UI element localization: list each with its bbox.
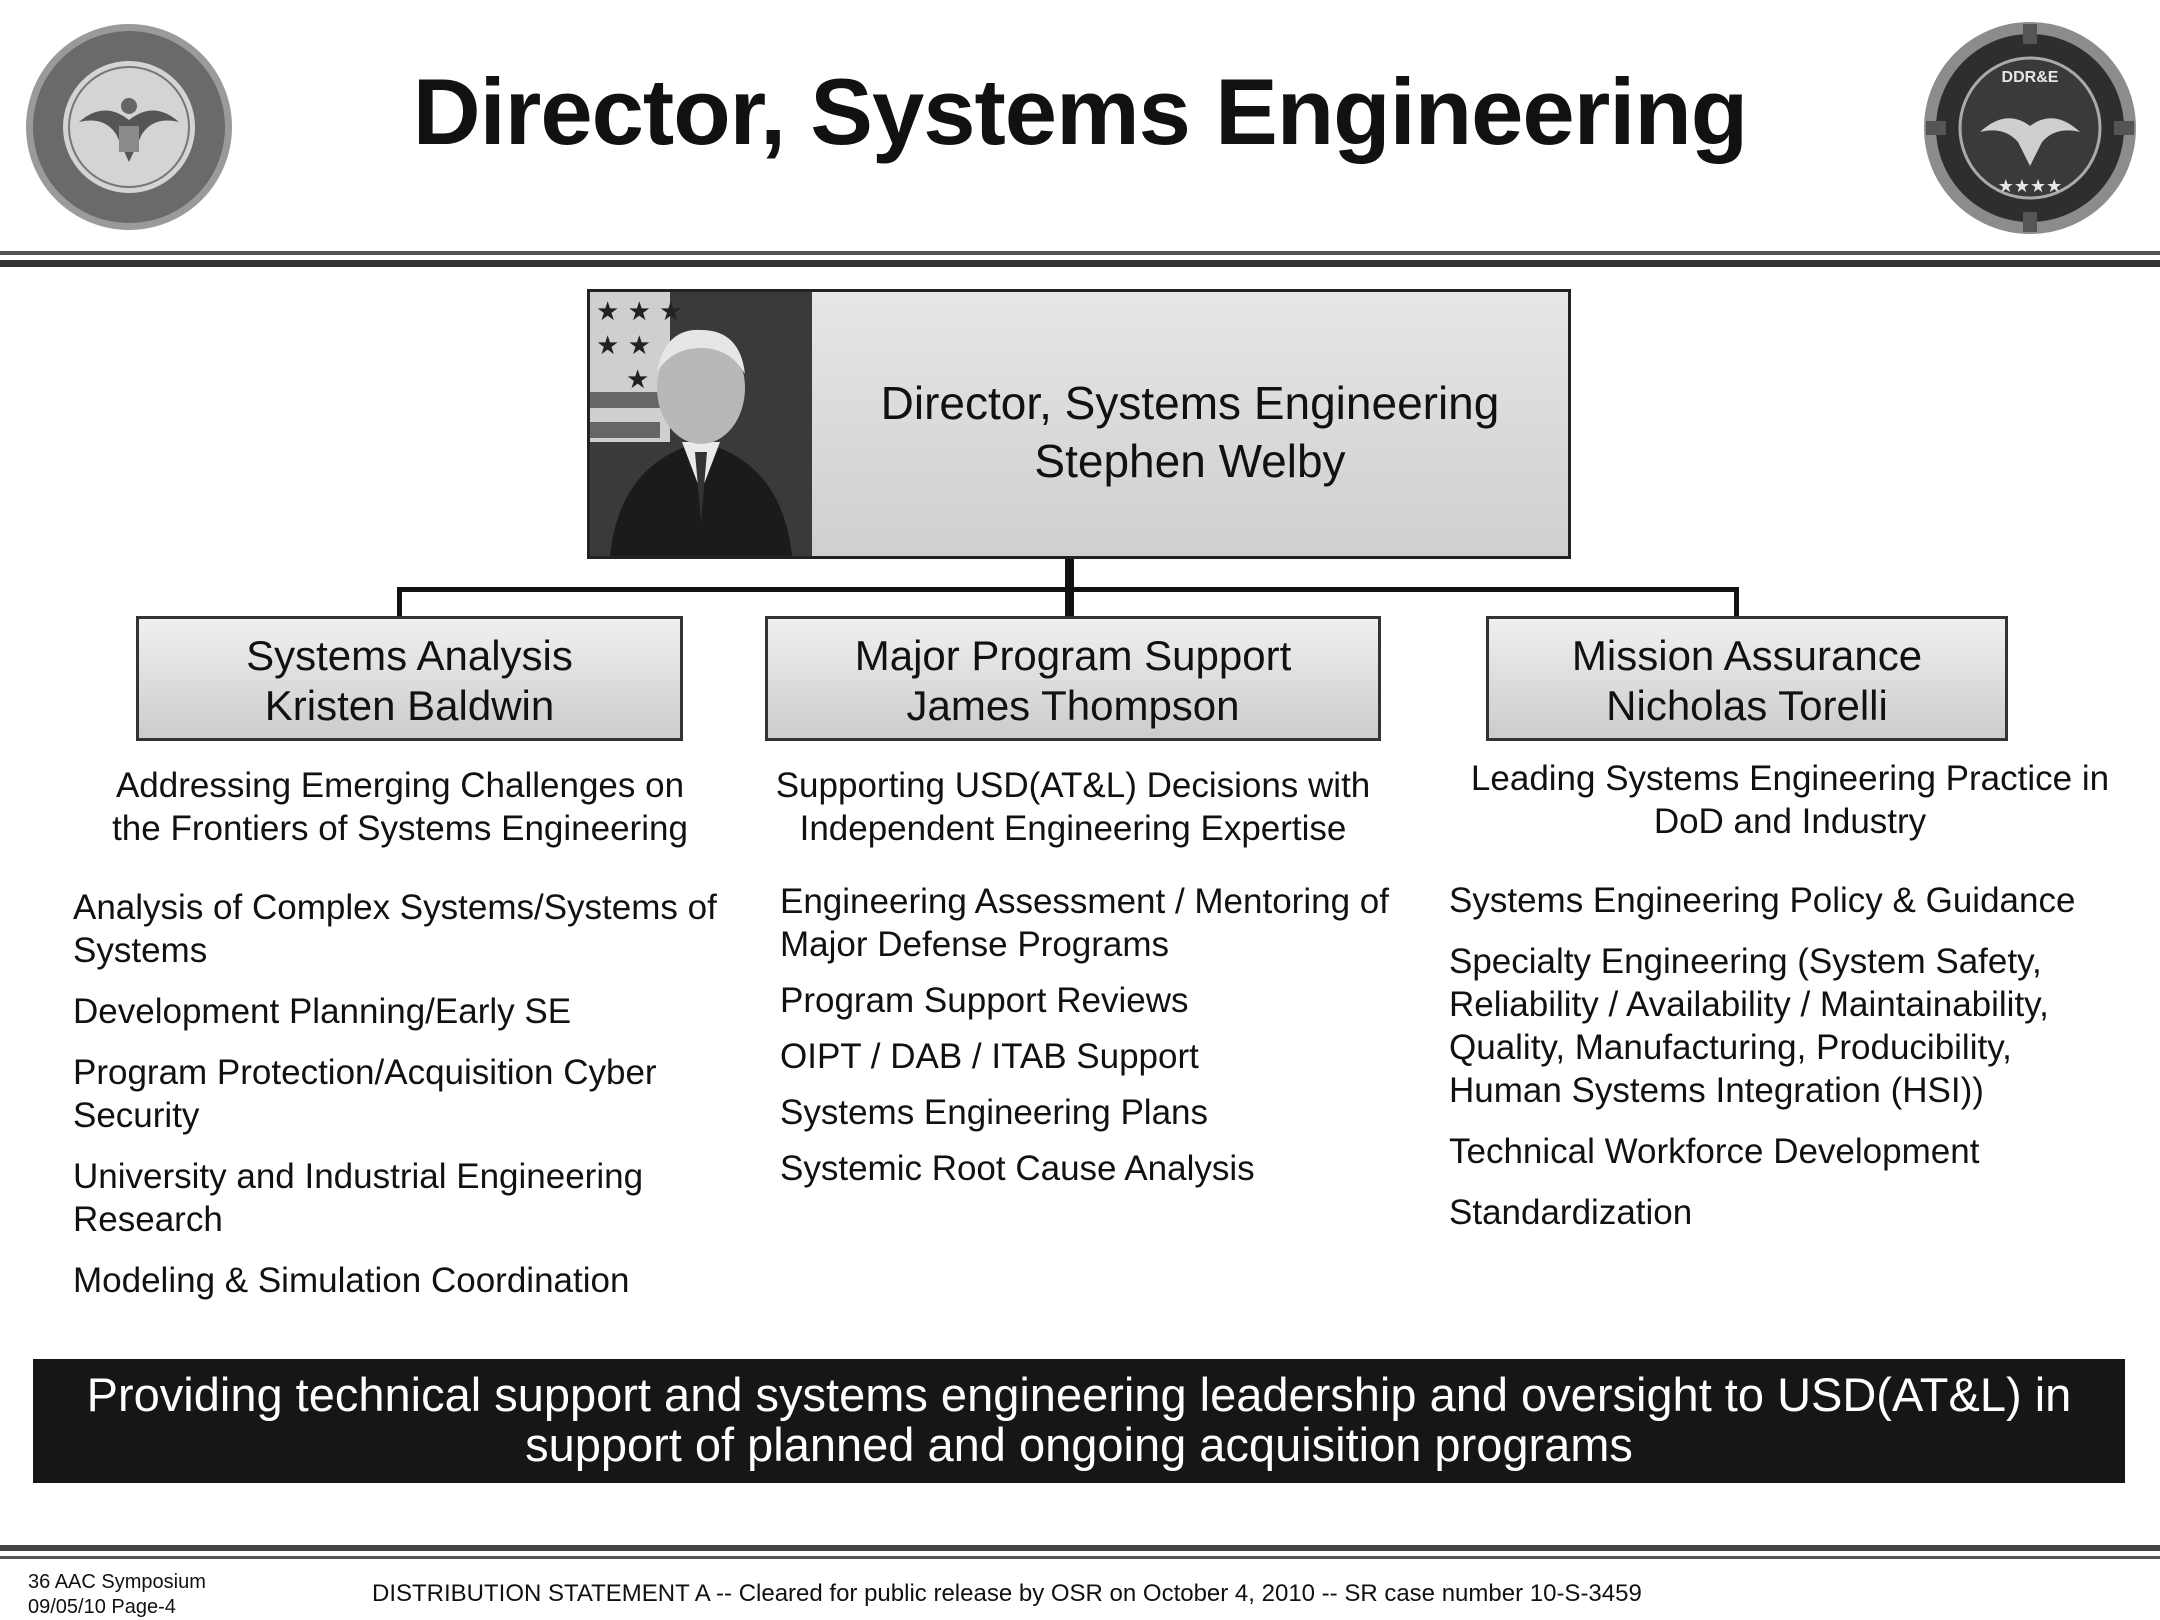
ddre-seal-text: DDR&E	[2002, 69, 2059, 86]
dept-title: Mission Assurance	[1571, 632, 1923, 679]
mission-line: Independent Engineering Expertise	[799, 809, 1347, 848]
footer-date-page: 09/05/10 Page-4	[28, 1596, 176, 1618]
list-item: OIPT / DAB / ITAB Support	[780, 1037, 1199, 1076]
director-portrait-icon: ★ ★ ★ ★ ★ ★	[590, 292, 812, 556]
director-box: ★ ★ ★ ★ ★ ★ Director, Systems Engineerin…	[587, 289, 1571, 559]
page-title: Director, Systems Engineering	[412, 59, 1748, 164]
connector-bar	[397, 587, 1739, 592]
tasks-major-program-support: Engineering Assessment / Mentoring of Ma…	[780, 880, 1420, 1203]
dod-seal-icon	[24, 22, 234, 232]
dept-lead: Kristen Baldwin	[264, 682, 555, 729]
list-item: Development Planning/Early SE	[73, 992, 572, 1031]
list-item: Standardization	[1449, 1193, 1693, 1232]
footer-rule-bottom	[0, 1556, 2160, 1559]
list-item: Specialty Engineering (System Safety, Re…	[1449, 942, 2049, 1110]
tasks-systems-analysis: Analysis of Complex Systems/Systems of S…	[73, 886, 723, 1320]
connector-right	[1734, 587, 1739, 616]
svg-text:★★★★: ★★★★	[1998, 176, 2063, 197]
tasks-mission-assurance: Systems Engineering Policy & Guidance Sp…	[1449, 879, 2129, 1252]
header-rule-bottom	[0, 260, 2160, 267]
mission-line: Addressing Emerging Challenges on	[115, 766, 685, 805]
ddre-seal-icon: DDR&E ★★★★	[1922, 20, 2138, 236]
mission-line: Supporting USD(AT&L) Decisions with	[775, 766, 1371, 805]
list-item: Systemic Root Cause Analysis	[780, 1149, 1255, 1188]
director-name: Stephen Welby	[1034, 435, 1346, 487]
footer-event: 36 AAC Symposium	[28, 1571, 206, 1593]
dept-title: Systems Analysis	[246, 632, 573, 679]
mission-line: Leading Systems Engineering Practice in	[1470, 759, 2110, 798]
list-item: Program Protection/Acquisition Cyber Sec…	[73, 1053, 657, 1135]
banner-line-2: support of planned and ongoing acquisiti…	[525, 1418, 1633, 1471]
summary-banner: Providing technical support and systems …	[33, 1359, 2125, 1483]
dept-lead: James Thompson	[906, 682, 1240, 729]
svg-text:★: ★	[626, 365, 649, 395]
mission-line: the Frontiers of Systems Engineering	[112, 809, 688, 848]
list-item: Systems Engineering Plans	[780, 1093, 1208, 1132]
dept-lead: Nicholas Torelli	[1606, 682, 1888, 729]
connector-left	[397, 587, 402, 616]
list-item: Engineering Assessment / Mentoring of Ma…	[780, 882, 1389, 964]
footer-rule-top	[0, 1545, 2160, 1551]
header-rule-top	[0, 251, 2160, 255]
list-item: Analysis of Complex Systems/Systems of S…	[73, 888, 717, 970]
svg-text:★ ★ ★: ★ ★ ★	[596, 297, 682, 327]
list-item: Technical Workforce Development	[1449, 1132, 1980, 1171]
dept-box-major-program-support: Major Program Support James Thompson	[765, 616, 1381, 741]
mission-line: DoD and Industry	[1653, 802, 1927, 841]
list-item: University and Industrial Engineering Re…	[73, 1157, 644, 1239]
footer-meta: 36 AAC Symposium 09/05/10 Page-4	[28, 1570, 206, 1620]
list-item: Program Support Reviews	[780, 981, 1189, 1020]
dept-box-mission-assurance: Mission Assurance Nicholas Torelli	[1486, 616, 2008, 741]
mission-mission-assurance: Leading Systems Engineering Practice in …	[1450, 757, 2130, 843]
director-title: Director, Systems Engineering	[880, 377, 1500, 429]
list-item: Modeling & Simulation Coordination	[73, 1261, 630, 1300]
svg-text:★ ★: ★ ★	[596, 331, 651, 361]
mission-systems-analysis: Addressing Emerging Challenges on the Fr…	[80, 764, 720, 850]
distribution-statement: DISTRIBUTION STATEMENT A -- Cleared for …	[372, 1580, 1642, 1607]
list-item: Systems Engineering Policy & Guidance	[1449, 881, 2076, 920]
dept-box-systems-analysis: Systems Analysis Kristen Baldwin	[136, 616, 683, 741]
dept-title: Major Program Support	[854, 632, 1292, 679]
mission-major-program-support: Supporting USD(AT&L) Decisions with Inde…	[753, 764, 1393, 850]
banner-line-1: Providing technical support and systems …	[86, 1368, 2072, 1421]
